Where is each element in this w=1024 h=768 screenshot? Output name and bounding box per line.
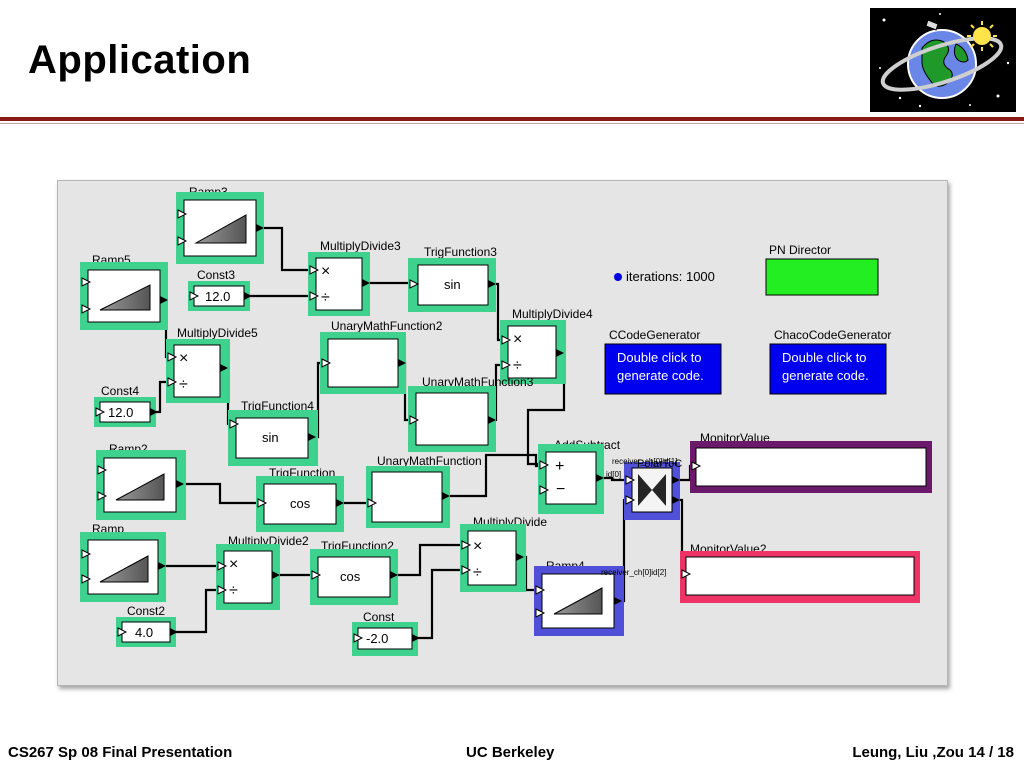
const-value: -2.0 <box>366 631 388 646</box>
multiply-icon: × <box>473 538 482 555</box>
wire-ramp3-md3 <box>258 226 312 272</box>
trig-op: sin <box>444 277 461 292</box>
wire-tf2-md <box>390 543 466 577</box>
actor-label: Const4 <box>101 384 139 398</box>
actor-label: TrigFunction3 <box>424 245 497 259</box>
multiply-icon: × <box>229 556 238 573</box>
plus-icon: + <box>555 458 564 475</box>
actor-label: UnaryMathFunction2 <box>331 319 443 333</box>
port-label-id: id[0] <box>606 470 621 479</box>
ccode-generator[interactable]: CCodeGenerator Double click to generate … <box>604 328 722 395</box>
pn-director[interactable]: PN Director <box>765 243 879 296</box>
wire-ramp2-tf <box>182 482 260 505</box>
actor-ramp3[interactable]: Ramp3 <box>176 185 264 264</box>
director-label: PN Director <box>769 243 831 257</box>
trig-op: cos <box>290 496 311 511</box>
actor-multiplydivide4[interactable]: MultiplyDivide4 × ÷ <box>500 307 593 384</box>
codegen-line1: Double click to <box>617 350 702 365</box>
title-rule-thin <box>0 123 1024 124</box>
actor-multiplydivide5[interactable]: MultiplyDivide5 × ÷ <box>166 326 258 403</box>
footer-course: CS267 Sp 08 Final Presentation <box>8 744 233 761</box>
actor-ramp5[interactable]: Ramp5 <box>80 253 168 330</box>
wire-const-md <box>414 568 466 640</box>
actor-const[interactable]: Const -2.0 <box>352 610 420 656</box>
port-label-receiver: receiver_ch[0]id[2] <box>601 568 666 577</box>
title-rule <box>0 117 1024 121</box>
port-label-receiver: receiver_ch[0]id[1] <box>612 457 677 466</box>
actor-trigfunction[interactable]: TrigFunction cos <box>256 466 344 532</box>
divide-icon: ÷ <box>513 357 522 374</box>
actor-addsubtract[interactable]: AddSubtract + − <box>538 438 621 514</box>
parameter-dot-icon <box>614 273 622 281</box>
actor-const2[interactable]: Const2 4.0 <box>116 604 178 647</box>
actor-trigfunction3[interactable]: TrigFunction3 sin <box>408 245 497 312</box>
actor-label: TrigFunction4 <box>241 399 314 413</box>
actor-unarymathfunction3[interactable]: UnaryMathFunction3 <box>408 375 534 452</box>
multiply-icon: × <box>321 263 330 280</box>
chaco-code-generator[interactable]: ChacoCodeGenerator Double click to gener… <box>769 328 891 395</box>
divide-icon: ÷ <box>473 564 482 581</box>
trig-op: sin <box>262 430 279 445</box>
multiply-icon: × <box>513 331 522 348</box>
const-value: 4.0 <box>135 625 153 640</box>
wire-const2-md2 <box>170 588 222 634</box>
actor-monitorvalue2[interactable]: MonitorValue2 <box>680 542 920 603</box>
actor-label: Const <box>363 610 395 624</box>
minus-icon: − <box>556 481 565 498</box>
actor-ramp4[interactable]: Ramp4 <box>534 559 624 636</box>
actor-label: UnaryMathFunction <box>377 454 482 468</box>
actor-polar-to-cartesian[interactable]: PolarToC <box>624 458 682 520</box>
actor-label: MultiplyDivide5 <box>177 326 258 340</box>
multiply-icon: × <box>179 350 188 367</box>
actor-unarymathfunction2[interactable]: UnaryMathFunction2 <box>320 319 443 394</box>
codegen-label: CCodeGenerator <box>609 328 700 342</box>
actor-const4[interactable]: Const4 12.0 <box>94 384 158 427</box>
actor-monitorvalue[interactable]: MonitorValue <box>690 431 932 493</box>
actor-label: Const3 <box>197 268 235 282</box>
actor-label: UnaryMathFunction3 <box>422 375 534 389</box>
actor-label: Const2 <box>127 604 165 618</box>
codegen-line2: generate code. <box>617 368 704 383</box>
divide-icon: ÷ <box>179 376 188 393</box>
actor-ramp2[interactable]: Ramp2 <box>96 442 186 520</box>
actor-trigfunction2[interactable]: TrigFunction2 cos <box>310 539 398 605</box>
wire-umf-addsub <box>444 453 542 498</box>
footer-authors-page: Leung, Liu ,Zou 14 / 18 <box>852 744 1014 761</box>
actor-label: MultiplyDivide3 <box>320 239 401 253</box>
divide-icon: ÷ <box>321 289 330 306</box>
world-logo-icon <box>870 8 1016 112</box>
parameter-text: iterations: 1000 <box>626 269 715 284</box>
trig-op: cos <box>340 569 361 584</box>
const-value: 12.0 <box>205 289 230 304</box>
footer-institution: UC Berkeley <box>466 744 555 761</box>
codegen-label: ChacoCodeGenerator <box>774 328 891 342</box>
codegen-line1: Double click to <box>782 350 867 365</box>
actor-const3[interactable]: Const3 12.0 <box>188 268 252 311</box>
iterations-parameter[interactable]: iterations: 1000 <box>614 269 715 284</box>
actor-multiplydivide3[interactable]: MultiplyDivide3 × ÷ <box>308 239 401 316</box>
actor-unarymathfunction[interactable]: UnaryMathFunction <box>366 454 482 528</box>
actor-label: PolarToC <box>637 458 682 470</box>
divide-icon: ÷ <box>229 582 238 599</box>
actor-multiplydivide2[interactable]: MultiplyDivide2 × ÷ <box>216 534 309 610</box>
actor-label: MultiplyDivide4 <box>512 307 593 321</box>
actor-multiplydivide[interactable]: MultiplyDivide × ÷ <box>460 515 547 592</box>
actor-trigfunction4[interactable]: TrigFunction4 sin <box>228 399 318 466</box>
actor-ramp[interactable]: Ramp <box>80 522 166 602</box>
codegen-line2: generate code. <box>782 368 869 383</box>
const-value: 12.0 <box>108 405 133 420</box>
slide-title: Application <box>28 38 252 82</box>
